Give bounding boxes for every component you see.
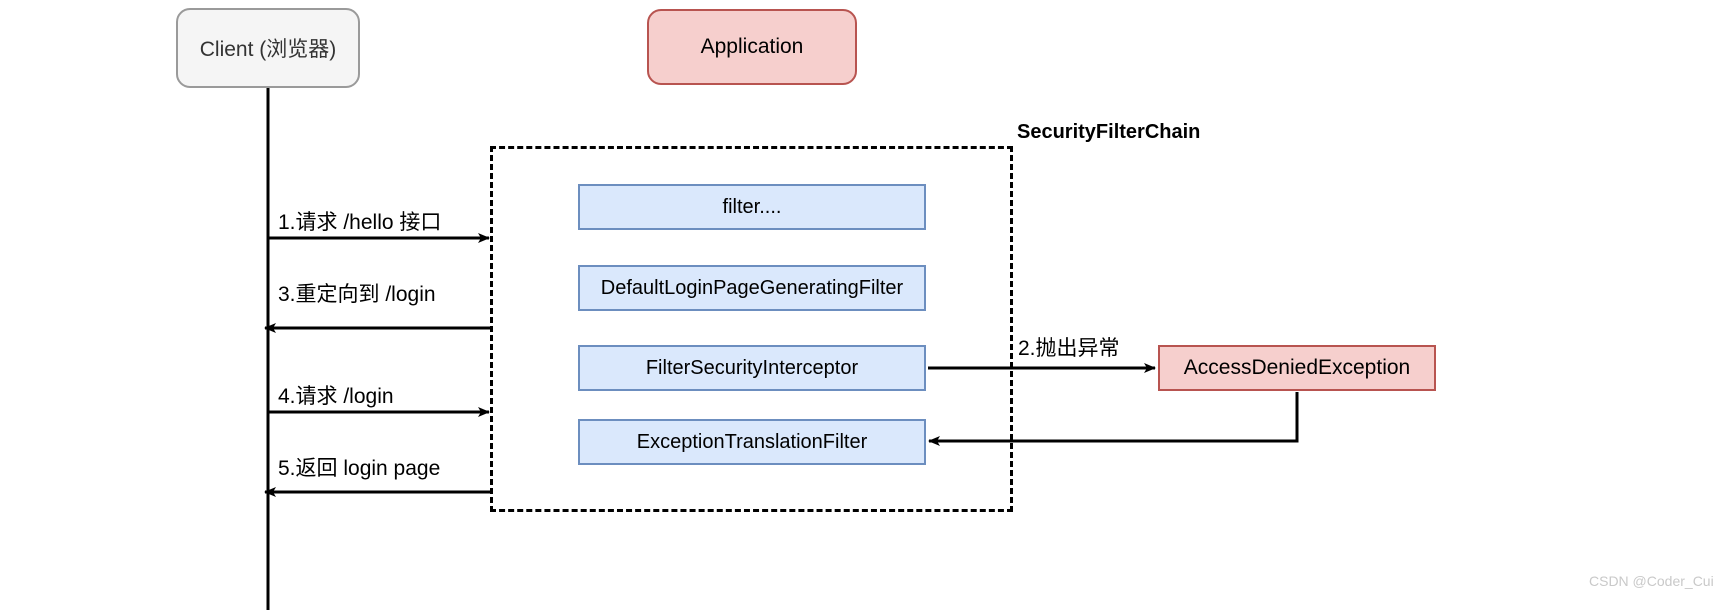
client-actor-label: Client (浏览器) (199, 38, 337, 61)
message-label-5: 5.返回 login page (278, 457, 441, 480)
access-denied-exception-label: AccessDeniedException (1183, 356, 1411, 379)
application-box[interactable]: Application (647, 9, 857, 85)
security-filter-chain-title: SecurityFilterChain (1017, 121, 1201, 143)
filter-box-exception-translation-filter[interactable]: ExceptionTranslationFilter (578, 419, 926, 465)
security-filter-chain-container (490, 146, 1013, 512)
message-label-1: 1.请求 /hello 接口 (278, 211, 442, 234)
filter-label: ExceptionTranslationFilter (636, 430, 868, 453)
message-label-3: 3.重定向到 /login (278, 283, 436, 306)
client-actor-box[interactable]: Client (浏览器) (176, 8, 360, 88)
filter-box-default-login-page-generating-filter[interactable]: DefaultLoginPageGeneratingFilter (578, 265, 926, 311)
message-label-4: 4.请求 /login (278, 385, 394, 408)
application-label: Application (700, 35, 804, 58)
message-label-2: 2.抛出异常 (1018, 337, 1120, 360)
watermark: CSDN @Coder_Cui (1589, 573, 1714, 589)
exception-return-path (928, 392, 1299, 446)
filter-label: DefaultLoginPageGeneratingFilter (600, 276, 904, 299)
filter-box-generic[interactable]: filter.... (578, 184, 926, 230)
filter-box-filter-security-interceptor[interactable]: FilterSecurityInterceptor (578, 345, 926, 391)
access-denied-exception-box[interactable]: AccessDeniedException (1158, 345, 1436, 391)
filter-label: FilterSecurityInterceptor (645, 356, 859, 379)
filter-label: filter.... (722, 195, 782, 218)
